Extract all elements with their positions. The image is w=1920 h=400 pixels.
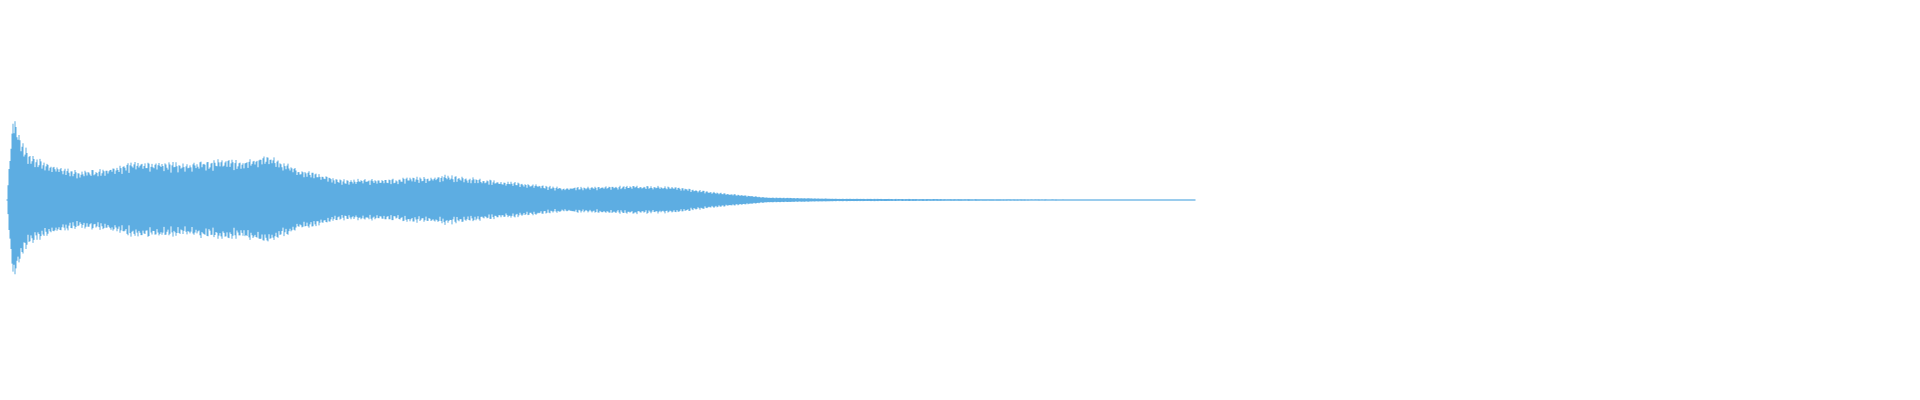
- waveform-signal: [6, 121, 1196, 275]
- waveform-bars: [6, 121, 1196, 275]
